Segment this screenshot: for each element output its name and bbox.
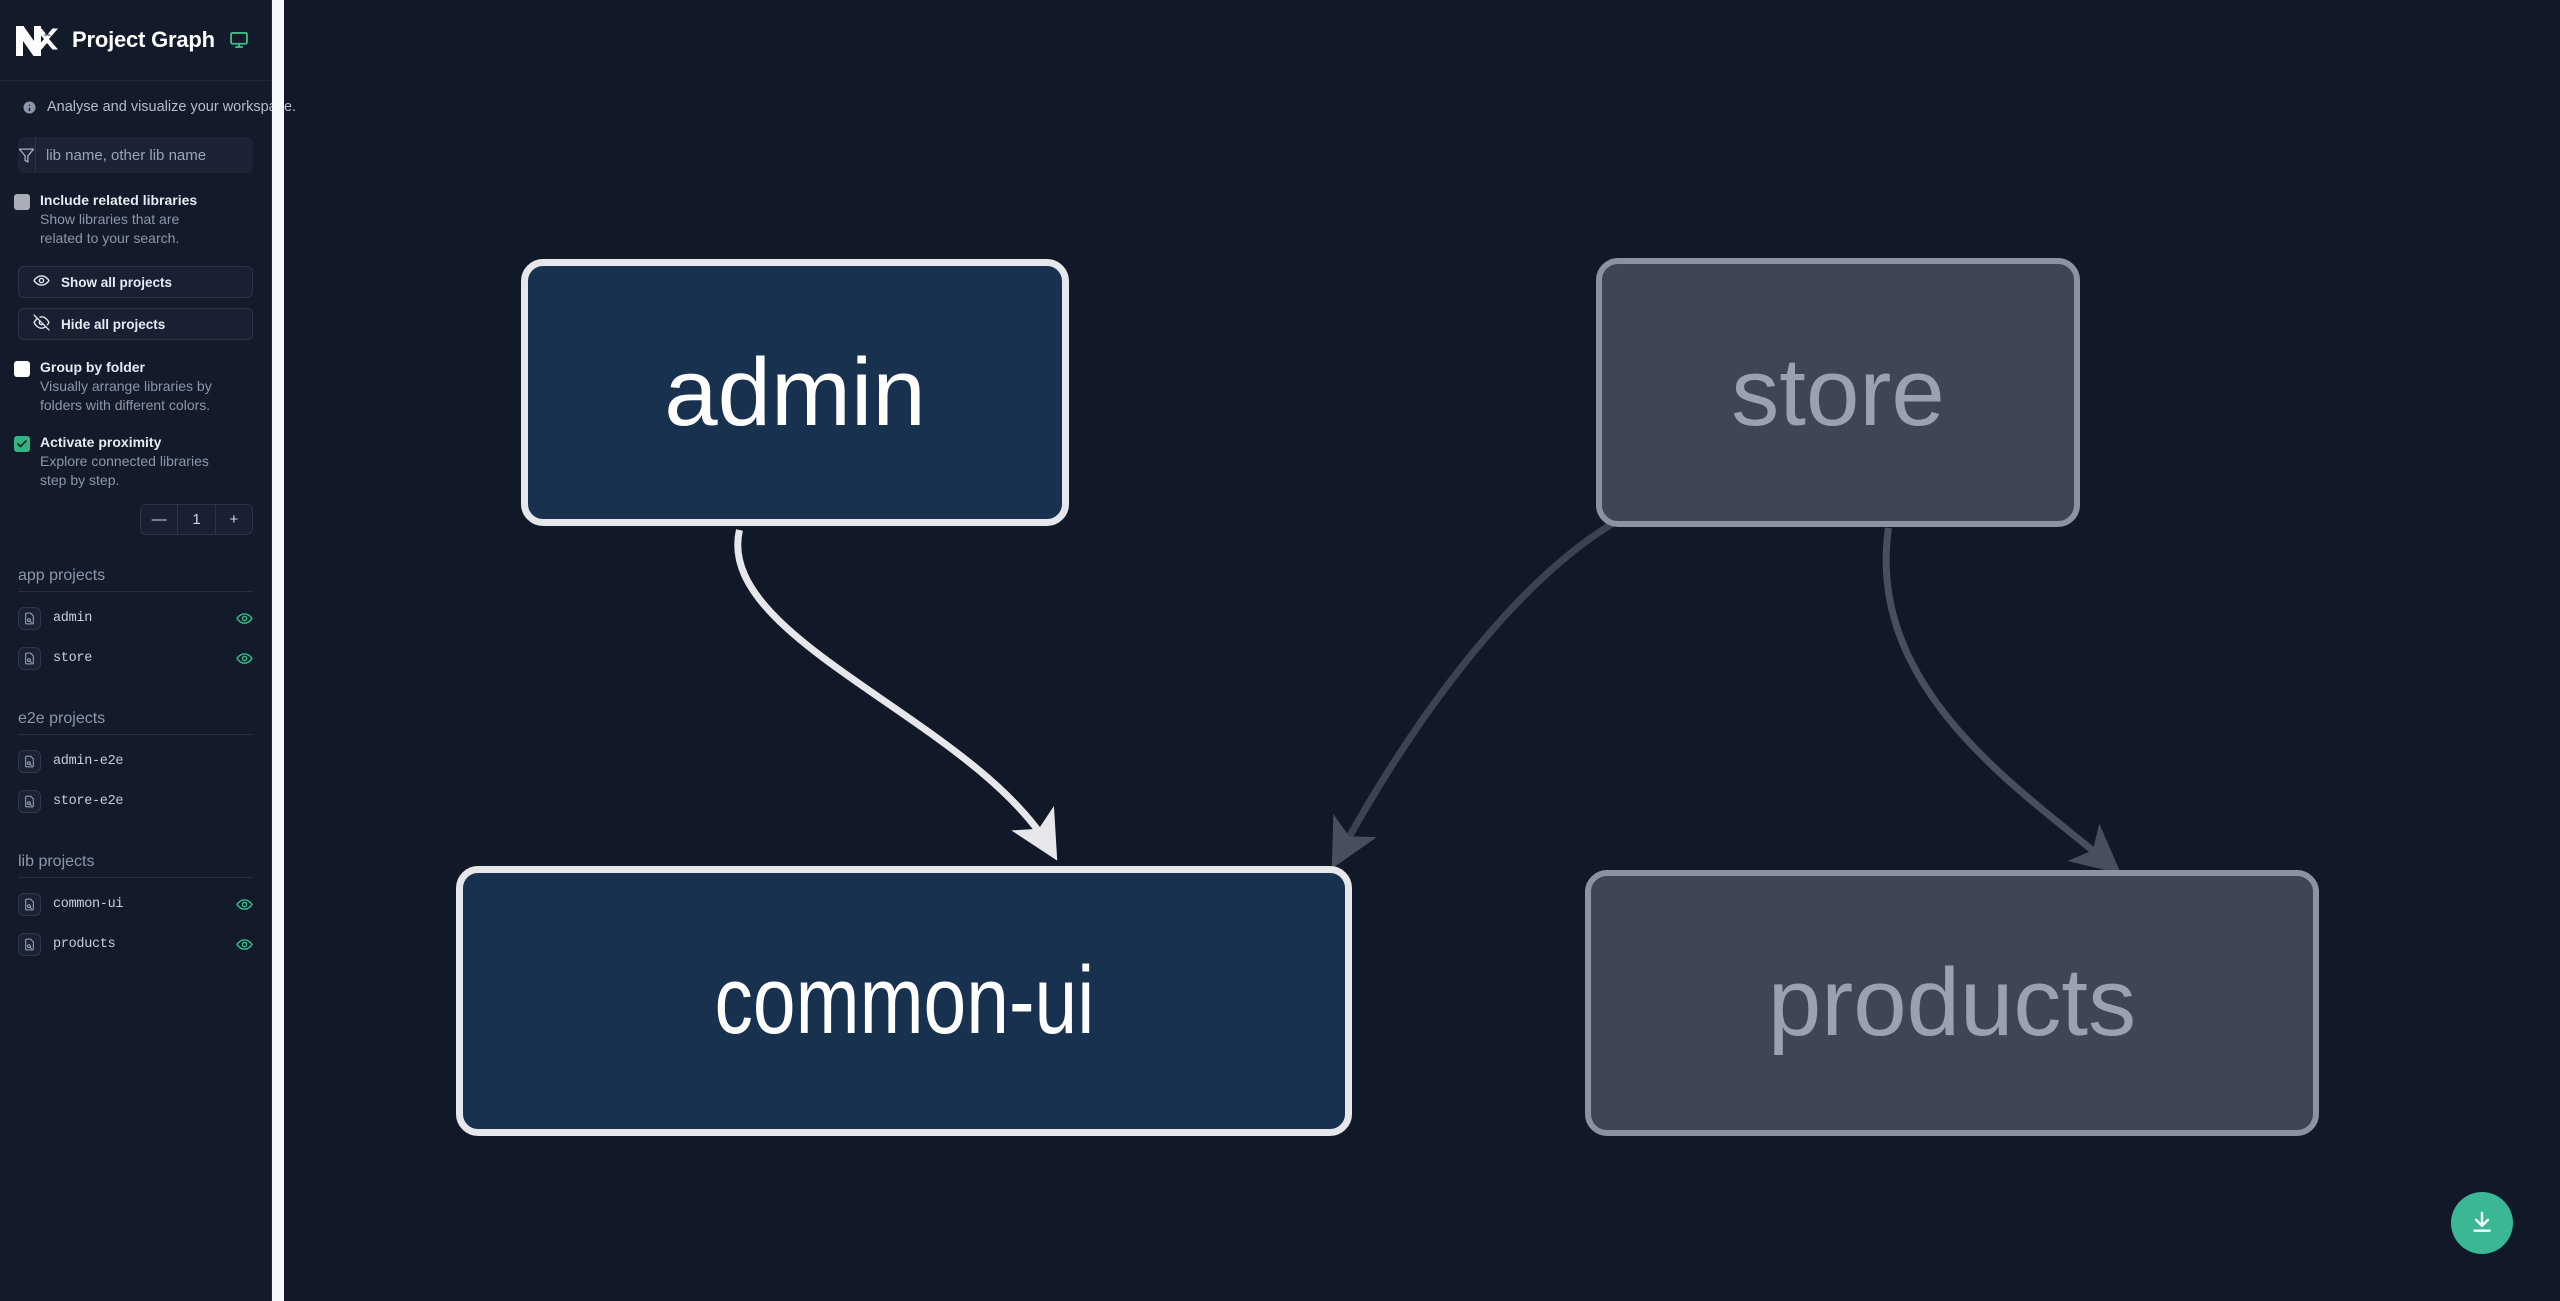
project-name: products (53, 936, 116, 952)
graph-node-label: common-ui (714, 947, 1094, 1054)
option-activate-proximity[interactable]: Activate proximity Explore connected lib… (0, 415, 271, 490)
eye-icon[interactable] (236, 610, 253, 627)
graph-node-common-ui[interactable]: common-ui (456, 866, 1352, 1136)
graph-node-products[interactable]: products (1585, 870, 2319, 1136)
project-group-title: app projects (18, 567, 253, 592)
nx-logo-icon (14, 22, 58, 58)
edge-store-to-products (1882, 527, 2122, 874)
option-label: Include related libraries (40, 192, 198, 208)
project-name: store-e2e (53, 793, 124, 809)
edge-admin-to-common-ui (734, 529, 1058, 861)
info-banner: Analyse and visualize your workspace. (0, 81, 296, 115)
project-name: common-ui (53, 896, 124, 912)
project-graph-canvas[interactable]: admin store common-ui products (272, 0, 2560, 1301)
project-row-products[interactable]: products (18, 924, 253, 964)
activate-proximity-checkbox[interactable] (14, 436, 30, 452)
graph-node-admin[interactable]: admin (521, 259, 1069, 526)
download-icon (2469, 1209, 2495, 1238)
proximity-stepper: — 1 + (140, 504, 253, 535)
search-container (0, 115, 271, 173)
project-row-store-e2e[interactable]: store-e2e (18, 781, 253, 821)
project-name: store (53, 650, 93, 666)
monitor-icon[interactable] (229, 30, 249, 50)
project-name: admin-e2e (53, 753, 124, 769)
project-group-app: app projects admin (0, 567, 271, 678)
eye-icon[interactable] (236, 936, 253, 953)
sidebar: Project Graph Analyse and visualize your… (0, 0, 296, 1301)
project-name: admin (53, 610, 93, 626)
page-title: Project Graph (72, 27, 215, 52)
project-group-title: e2e projects (18, 710, 253, 735)
project-file-icon[interactable] (18, 749, 41, 773)
eye-off-icon (33, 314, 50, 334)
option-description: Visually arrange libraries by folders wi… (40, 378, 212, 413)
project-group-lib: lib projects common-ui (0, 853, 271, 964)
project-row-common-ui[interactable]: common-ui (18, 884, 253, 924)
group-by-folder-checkbox[interactable] (14, 361, 30, 377)
graph-node-label: products (1767, 949, 2137, 1056)
show-all-projects-button[interactable]: Show all projects (18, 266, 253, 298)
download-graph-button[interactable] (2451, 1192, 2513, 1254)
option-label: Activate proximity (40, 434, 162, 450)
search-box[interactable] (18, 137, 253, 173)
option-include-related-libraries[interactable]: Include related libraries Show libraries… (0, 173, 271, 248)
hide-all-projects-button[interactable]: Hide all projects (18, 308, 253, 340)
project-group-title: lib projects (18, 853, 253, 878)
project-row-admin[interactable]: admin (18, 598, 253, 638)
sidebar-header: Project Graph (0, 0, 271, 81)
proximity-increment-button[interactable]: + (214, 505, 252, 534)
option-label: Group by folder (40, 359, 145, 375)
eye-icon[interactable] (236, 650, 253, 667)
project-file-icon[interactable] (18, 789, 41, 813)
eye-icon[interactable] (236, 896, 253, 913)
option-description: Explore connected libraries step by step… (40, 453, 209, 488)
info-text: Analyse and visualize your workspace. (47, 99, 297, 115)
project-file-icon[interactable] (18, 892, 41, 916)
project-file-icon[interactable] (18, 932, 41, 956)
option-group-by-folder[interactable]: Group by folder Visually arrange librari… (0, 340, 271, 415)
graph-node-store[interactable]: store (1596, 258, 2080, 527)
hide-all-projects-label: Hide all projects (61, 316, 166, 332)
search-input[interactable] (36, 137, 253, 173)
proximity-decrement-button[interactable]: — (141, 505, 178, 534)
proximity-value: 1 (177, 505, 215, 534)
project-group-e2e: e2e projects admin-e2e (0, 710, 271, 821)
show-all-projects-label: Show all projects (61, 274, 173, 290)
graph-node-label: store (1731, 338, 1945, 446)
info-circle-icon (22, 100, 37, 115)
edge-store-to-common-ui (1331, 486, 1717, 869)
graph-node-label: admin (664, 338, 926, 446)
eye-icon (33, 272, 50, 292)
funnel-filter-icon[interactable] (18, 137, 36, 173)
project-row-admin-e2e[interactable]: admin-e2e (18, 741, 253, 781)
project-file-icon[interactable] (18, 606, 41, 630)
visibility-buttons: Show all projects Hide all projects (0, 248, 271, 340)
project-file-icon[interactable] (18, 646, 41, 670)
option-description: Show libraries that are related to your … (40, 211, 180, 246)
project-row-store[interactable]: store (18, 638, 253, 678)
include-related-libraries-checkbox[interactable] (14, 194, 30, 210)
sidebar-resize-handle[interactable] (272, 0, 284, 1301)
